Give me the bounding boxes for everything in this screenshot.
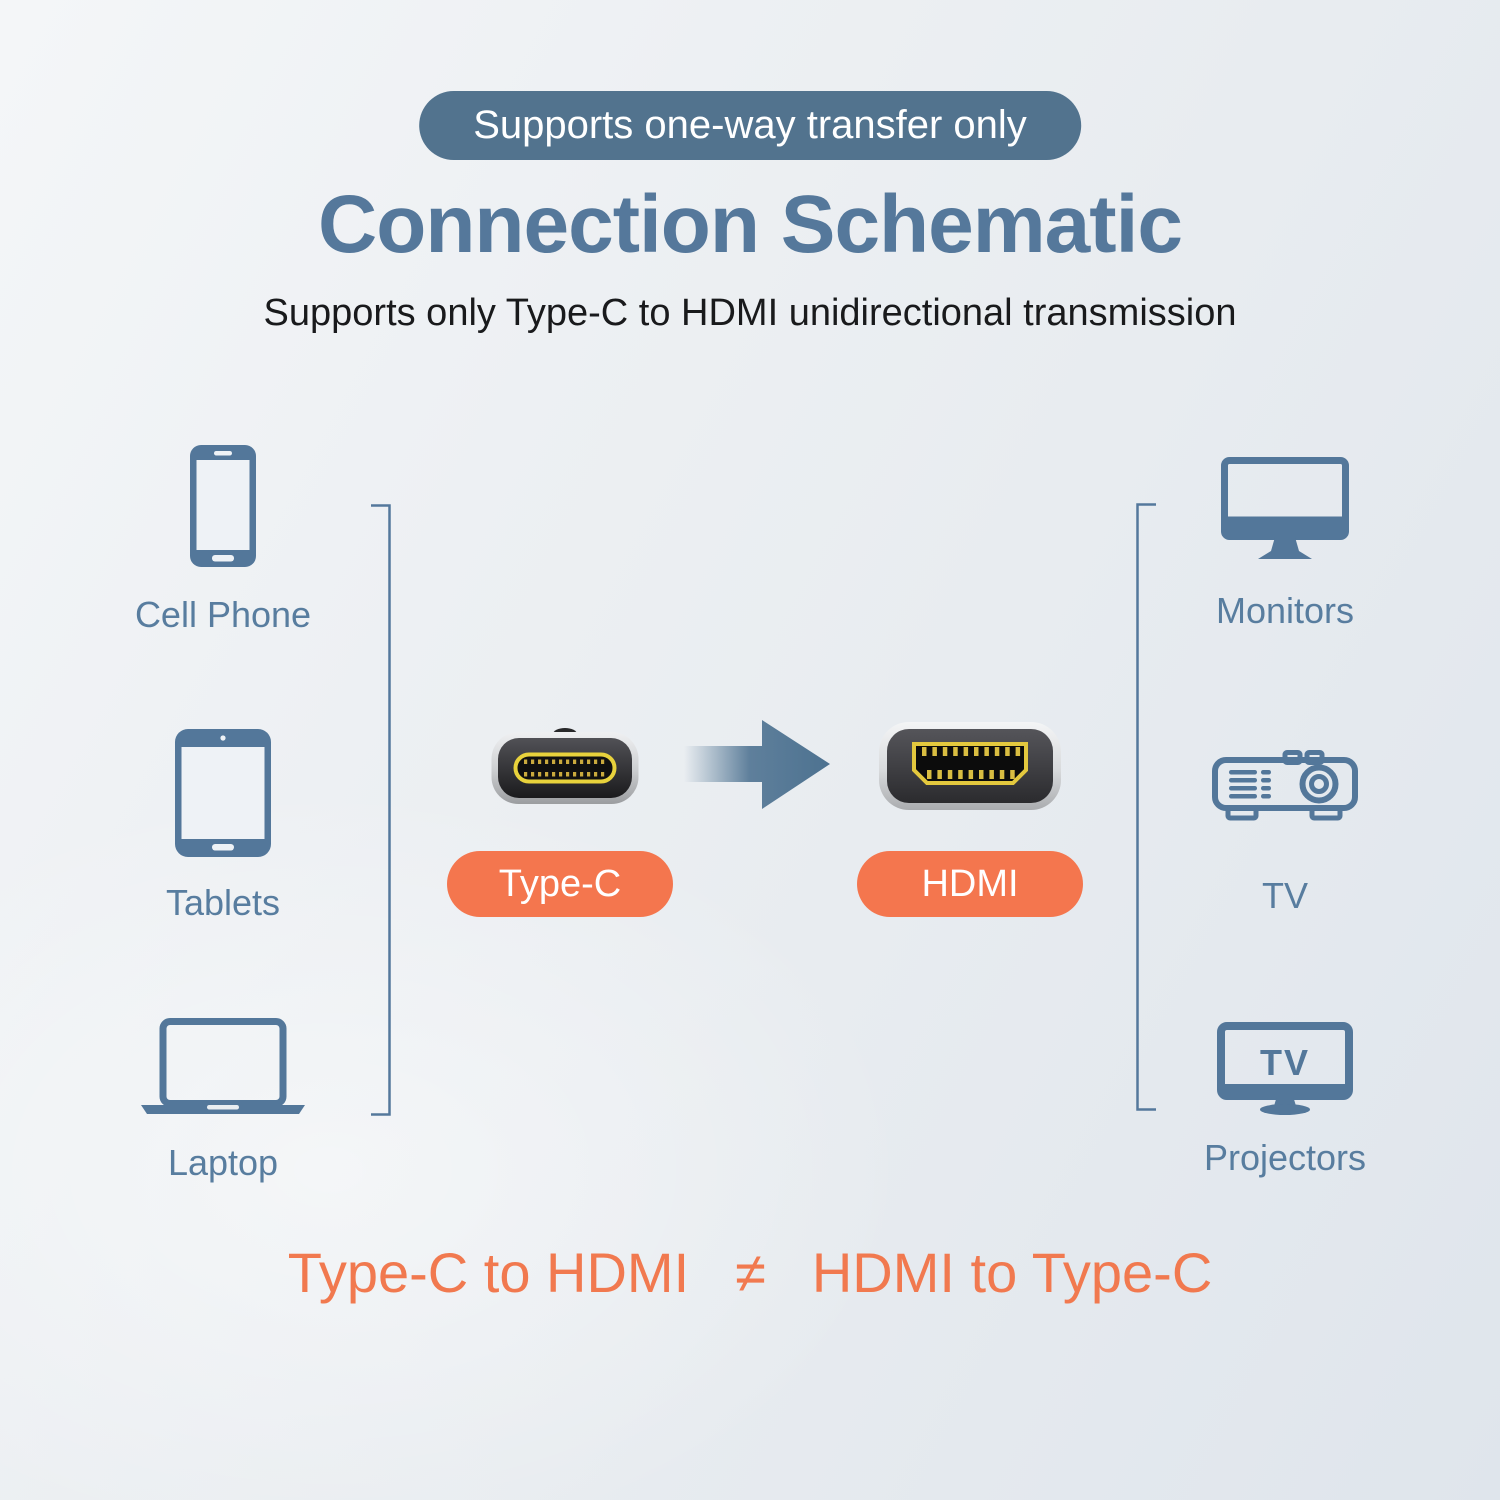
source-device-label: Cell Phone	[134, 594, 312, 635]
display-device-label: Monitors	[1215, 590, 1355, 631]
left-group-bracket	[371, 504, 391, 1116]
not-equal-symbol: ≠	[735, 1241, 766, 1304]
hdmi-connector-image	[879, 722, 1061, 810]
right-group-bracket	[1136, 503, 1156, 1111]
projector-icon	[1212, 750, 1358, 821]
monitor-icon	[1221, 457, 1349, 559]
hdmi-pill-label: HDMI	[857, 851, 1083, 917]
arrow-right-icon	[684, 720, 830, 809]
display-device-label: TV	[1261, 875, 1308, 916]
display-device-label: Projectors	[1203, 1137, 1367, 1178]
page-subtitle: Supports only Type-C to HDMI unidirectio…	[263, 292, 1237, 334]
page-title: Connection Schematic	[318, 179, 1183, 270]
source-device-label: Tablets	[165, 882, 281, 923]
cell-phone-icon	[190, 445, 256, 567]
type-c-pill-label: Type-C	[447, 851, 673, 917]
tv-icon: TV	[1217, 1022, 1353, 1115]
tablet-icon	[175, 729, 271, 857]
tv-icon-text: TV	[1260, 1042, 1310, 1083]
source-device-label: Laptop	[167, 1142, 279, 1183]
one-way-badge: Supports one-way transfer only	[419, 91, 1081, 160]
footer-right-text: HDMI to Type-C	[811, 1241, 1213, 1304]
footer-left-text: Type-C to HDMI	[287, 1241, 690, 1304]
footer-statement: Type-C to HDMI ≠ HDMI to Type-C	[0, 1240, 1500, 1305]
type-c-connector-image	[491, 728, 639, 804]
laptop-icon	[141, 1018, 305, 1114]
